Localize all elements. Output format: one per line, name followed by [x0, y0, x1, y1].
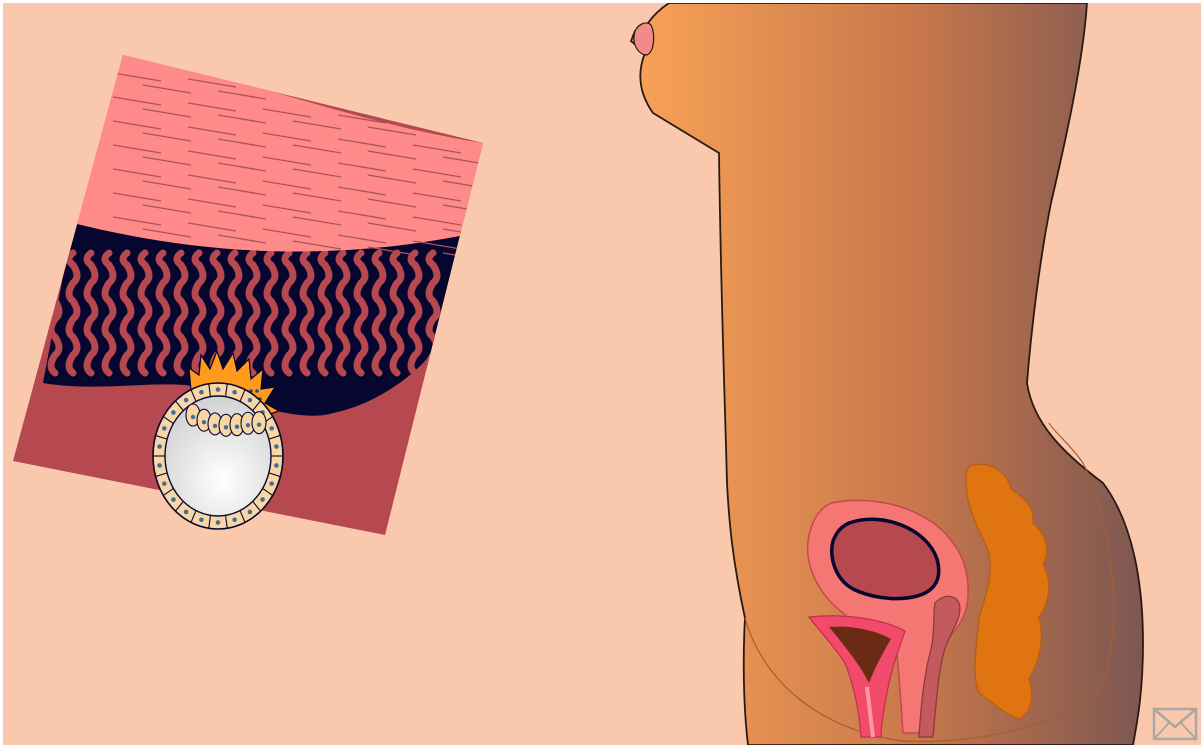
- icm-nucleus: [224, 425, 228, 429]
- muscle-fiber: [443, 109, 491, 117]
- cell-nucleus: [274, 444, 279, 449]
- cell-nucleus: [162, 481, 167, 486]
- icm-nucleus: [246, 423, 250, 427]
- implantation-illustration: [3, 3, 1201, 745]
- cell-nucleus: [216, 520, 221, 525]
- illustration-canvas: [3, 3, 1201, 745]
- mail-button[interactable]: [1152, 705, 1198, 743]
- muscle-fiber: [338, 91, 386, 99]
- cell-nucleus: [248, 510, 253, 515]
- cell-nucleus: [260, 497, 265, 502]
- cell-nucleus: [162, 426, 167, 431]
- cell-nucleus: [274, 463, 279, 468]
- cell-nucleus: [269, 481, 274, 486]
- cell-nucleus: [184, 510, 189, 515]
- cell-nucleus: [199, 518, 204, 523]
- muscle-fiber: [368, 103, 416, 111]
- cell-nucleus: [248, 398, 253, 403]
- cell-nucleus: [184, 398, 189, 403]
- cell-nucleus: [232, 390, 237, 395]
- icm-nucleus: [202, 420, 206, 424]
- icm-nucleus: [257, 422, 261, 426]
- envelope-icon: [1152, 705, 1198, 743]
- cell-nucleus: [171, 497, 176, 502]
- nucleus-dot: [255, 389, 259, 393]
- nipple: [634, 23, 654, 55]
- cell-nucleus: [216, 387, 221, 392]
- icm-nucleus: [235, 424, 239, 428]
- icm-nucleus: [191, 415, 195, 419]
- cell-nucleus: [199, 390, 204, 395]
- cell-nucleus: [171, 410, 176, 415]
- icm-nucleus: [213, 424, 217, 428]
- body-profile: [631, 3, 1143, 745]
- muscle-fiber: [413, 97, 461, 105]
- cell-nucleus: [232, 518, 237, 523]
- cell-nucleus: [157, 463, 162, 468]
- cell-nucleus: [157, 444, 162, 449]
- cell-nucleus: [269, 426, 274, 431]
- myometrium-layer: [73, 55, 483, 252]
